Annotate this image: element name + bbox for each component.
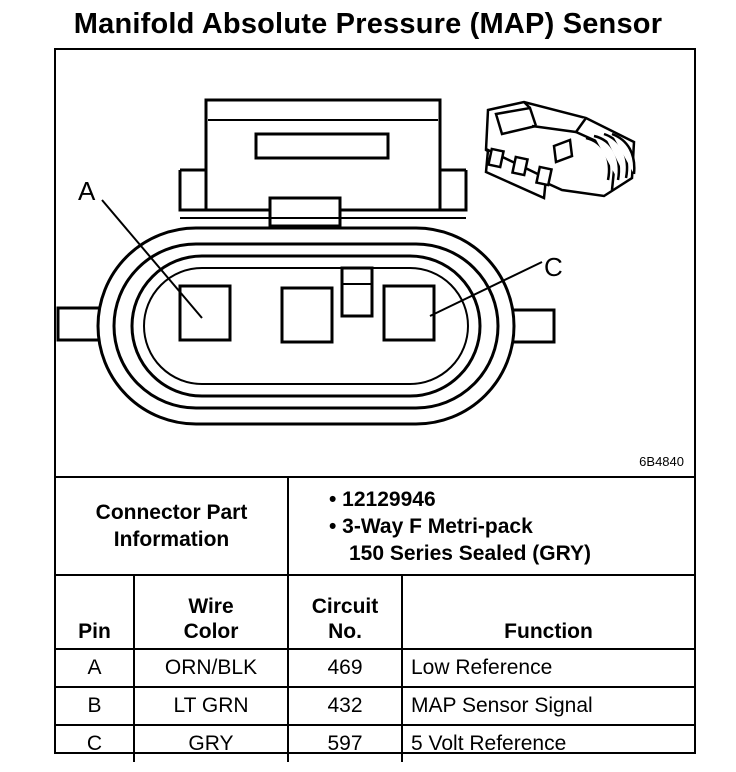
function-cell: 5 Volt Reference — [401, 724, 694, 762]
connector-inset-illustration — [484, 100, 636, 200]
connector-part-info-label: Connector Part Information — [56, 476, 289, 576]
circuit-cell: 597 — [287, 724, 403, 762]
function-cell: Low Reference — [401, 648, 694, 688]
terminal-a — [178, 284, 232, 342]
terminal-c — [382, 284, 436, 342]
terminal-b — [280, 286, 334, 344]
page-title: Manifold Absolute Pressure (MAP) Sensor — [73, 8, 663, 40]
circuit-cell: 432 — [287, 686, 403, 726]
connector-seal-inner — [130, 254, 482, 398]
table-row: B LT GRN 432 MAP Sensor Signal — [56, 686, 694, 726]
table-row: C GRY 597 5 Volt Reference — [56, 724, 694, 762]
wire-color-cell: LT GRN — [133, 686, 289, 726]
diagram-frame: A C 6B4840 Connector — [54, 48, 696, 762]
connector-part-info-list: • 12129946 • 3-Way F Metri-pack 150 Seri… — [287, 476, 694, 576]
pin-label-a: A — [78, 176, 96, 206]
pin-cell: C — [56, 724, 135, 762]
circuit-cell: 469 — [287, 648, 403, 688]
right-ear — [506, 308, 556, 344]
pin-cell: A — [56, 648, 135, 688]
connector-seal-outer — [112, 242, 500, 410]
housing-shoulder — [178, 170, 468, 212]
table-row: A ORN/BLK 469 Low Reference — [56, 648, 694, 688]
figure-id: 6B4840 — [639, 454, 684, 469]
connector-series: 150 Series Sealed (GRY) — [349, 541, 592, 565]
header-pin: Pin — [56, 574, 135, 650]
left-ear — [56, 306, 104, 342]
connector-table: Connector Part Information • 12129946 • … — [56, 476, 694, 762]
part-number: • 12129946 — [329, 487, 436, 511]
lock-tab — [268, 196, 342, 228]
wire-color-cell: ORN/BLK — [133, 648, 289, 688]
wire-color-cell: GRY — [133, 724, 289, 762]
header-function: Function — [401, 574, 694, 650]
leader-c — [429, 261, 543, 317]
connector-type: • 3-Way F Metri-pack — [329, 514, 533, 538]
latch-window — [254, 132, 390, 160]
function-cell: MAP Sensor Signal — [401, 686, 694, 726]
polarizing-key — [340, 266, 374, 318]
connector-diagram: A C — [56, 98, 636, 426]
pin-label-c: C — [544, 252, 563, 282]
leader-a — [101, 199, 203, 319]
pin-cell: B — [56, 686, 135, 726]
